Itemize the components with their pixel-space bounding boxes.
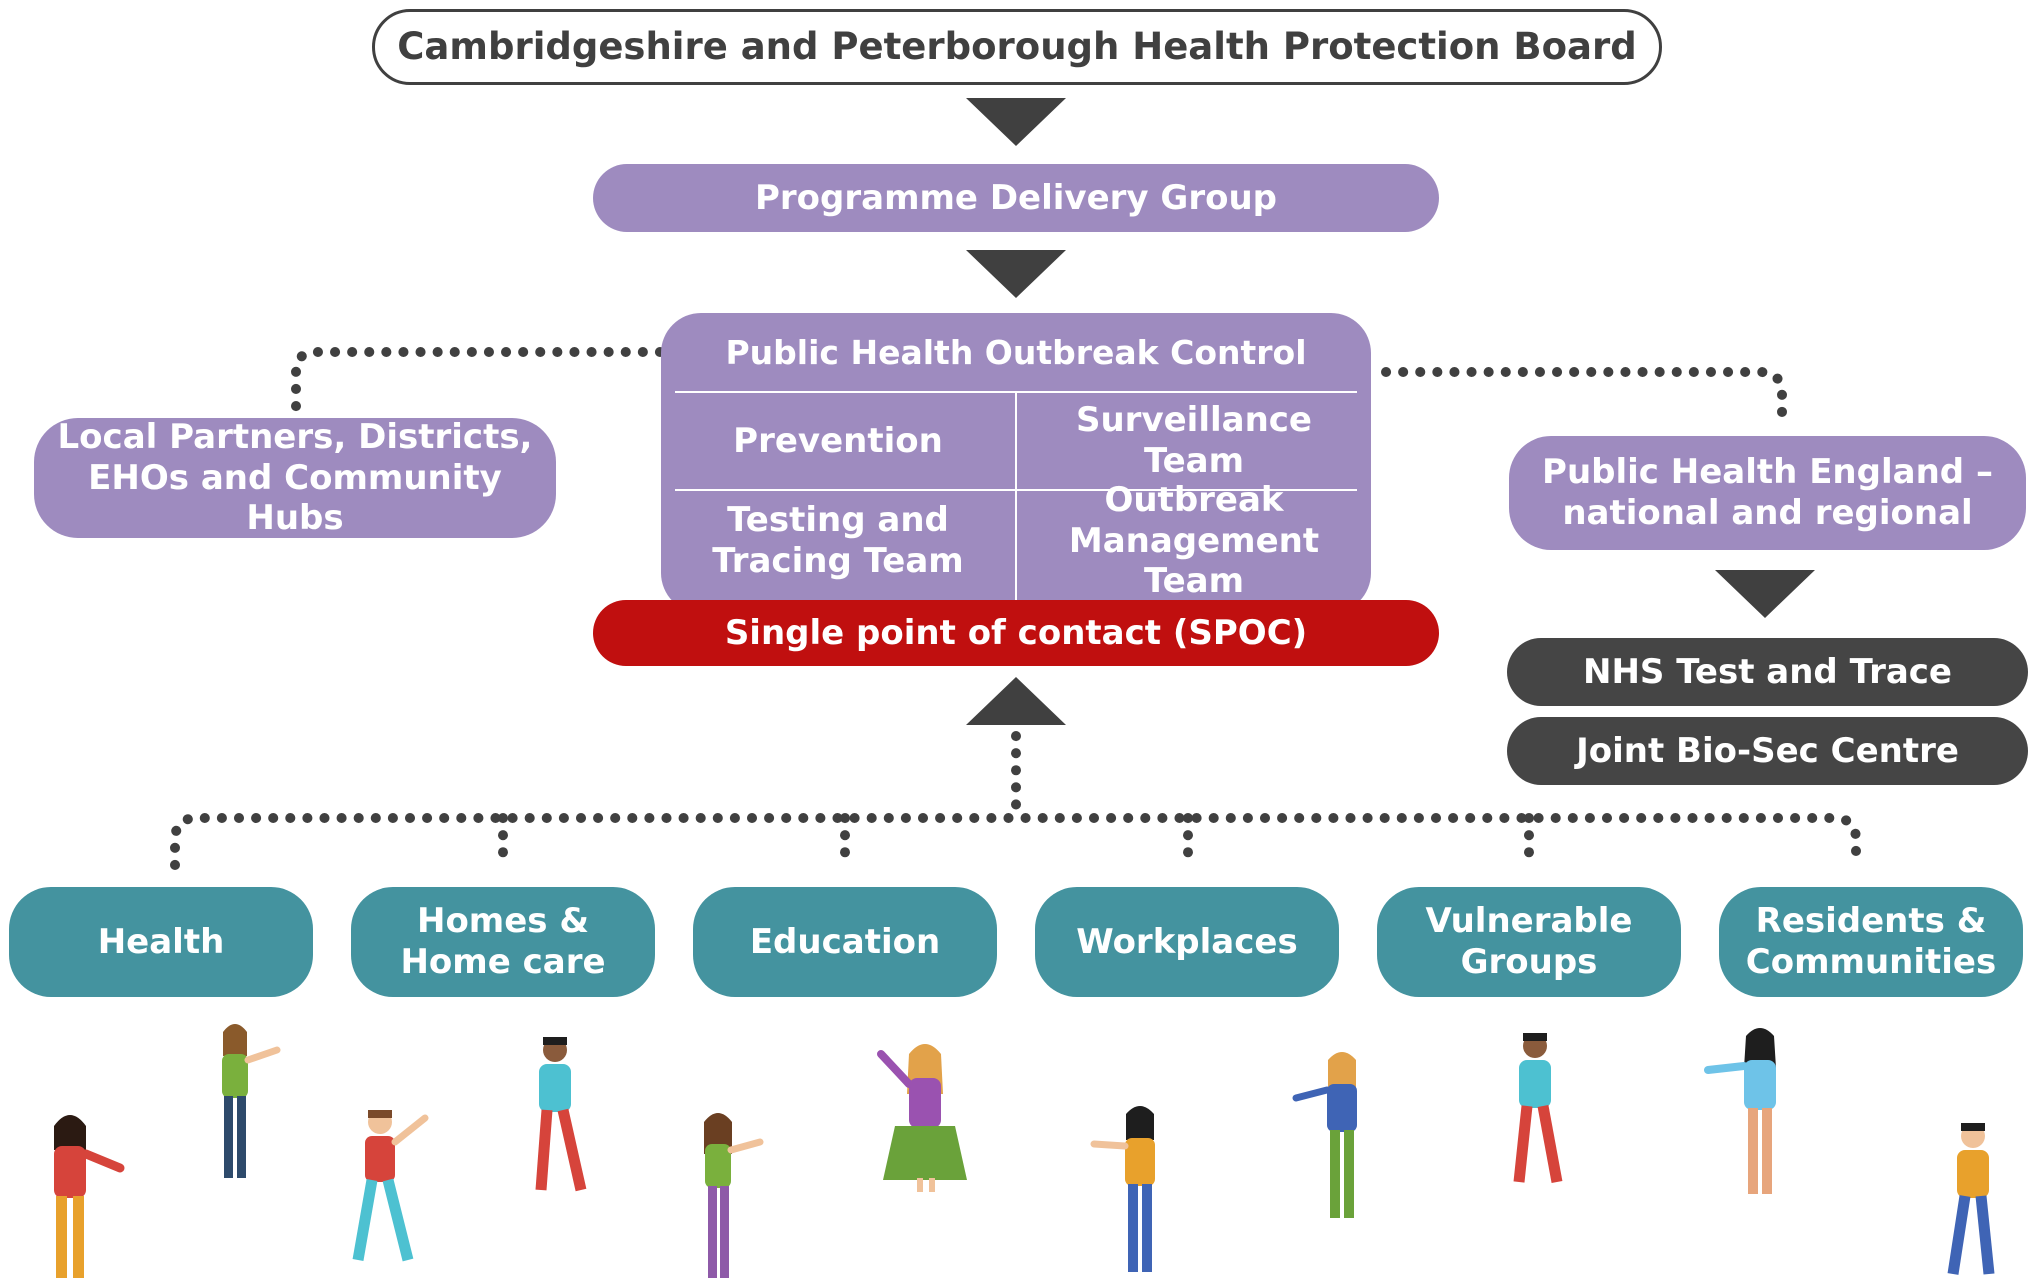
sector-education-line1: Education	[749, 921, 941, 962]
arrow-delivery-to-outbreak	[966, 250, 1066, 298]
health-protection-board: Cambridgeshire and Peterborough Health P…	[372, 9, 1662, 85]
phe-line1: Public Health England –	[1542, 452, 1993, 493]
outbreak-title: Public Health Outbreak Control	[661, 327, 1371, 379]
cell-surveillance-line1: Surveillance	[1075, 400, 1312, 441]
cell-surveillance-line2: Team	[1143, 441, 1245, 481]
person-1	[54, 1115, 125, 1278]
sector-vulnerable-line1: Vulnerable	[1425, 901, 1633, 942]
cell-prevention-text: Prevention	[733, 420, 943, 461]
cell-outbreak-line2: Management Team	[1068, 520, 1320, 602]
sector-vulnerable-line2: Groups	[1460, 942, 1598, 982]
local-partners-box: Local Partners, Districts, EHOs and Comm…	[34, 416, 556, 539]
sector-workplaces: Workplaces	[1035, 887, 1339, 997]
sector-homes: Homes & Home care	[351, 887, 655, 997]
person-4	[535, 1037, 587, 1192]
outbreak-divider-vertical	[1015, 391, 1017, 601]
sector-residents-line2: Communities	[1745, 942, 1997, 982]
jbc-label: Joint Bio-Sec Centre	[1576, 730, 1959, 771]
arrow-sectors-to-spoc	[966, 677, 1066, 725]
nhs-test-trace-box: NHS Test and Trace	[1507, 638, 2028, 706]
person-5	[704, 1113, 764, 1278]
local-partners-line1: Local Partners, Districts,	[57, 416, 533, 457]
cell-testing-line1: Testing and	[727, 500, 949, 541]
person-3	[352, 1110, 429, 1262]
dotted-right-connector	[1381, 367, 1787, 425]
person-9	[1513, 1033, 1563, 1183]
sector-residents-line1: Residents &	[1755, 901, 1987, 942]
programme-delivery-group: Programme Delivery Group	[593, 164, 1439, 232]
cell-outbreak-management: Outbreak Management Team	[1017, 480, 1371, 602]
sector-education: Education	[693, 887, 997, 997]
phe-box: Public Health England – national and reg…	[1509, 436, 2026, 550]
arrow-board-to-delivery	[966, 98, 1066, 146]
cell-testing-line2: Tracing Team	[712, 541, 964, 581]
cell-prevention: Prevention	[661, 393, 1015, 489]
cell-outbreak-line1: Outbreak	[1104, 479, 1284, 520]
sector-homes-line1: Homes &	[416, 901, 590, 942]
board-title: Cambridgeshire and Peterborough Health P…	[397, 24, 1637, 68]
person-2	[222, 1024, 281, 1178]
dotted-sector-bus	[170, 813, 1861, 870]
delivery-label: Programme Delivery Group	[754, 177, 1277, 218]
person-11	[1947, 1123, 1995, 1275]
sector-workplaces-line1: Workplaces	[1076, 921, 1298, 962]
outbreak-control-panel: Public Health Outbreak Control Preventio…	[661, 313, 1371, 613]
phe-line2: national and regional	[1562, 493, 1973, 533]
sector-health: Health	[9, 887, 313, 997]
joint-biosec-box: Joint Bio-Sec Centre	[1507, 717, 2028, 785]
spoc-bar: Single point of contact (SPOC)	[593, 600, 1439, 666]
person-10	[1704, 1028, 1776, 1194]
nhs-label: NHS Test and Trace	[1582, 651, 1952, 692]
local-partners-line2: EHOs and Community Hubs	[88, 457, 502, 539]
person-6	[877, 1044, 967, 1192]
person-8	[1292, 1052, 1357, 1218]
person-7	[1090, 1106, 1155, 1272]
arrow-phe-to-nhs	[1715, 570, 1815, 618]
dotted-left-connector	[291, 347, 665, 415]
sector-vulnerable: Vulnerable Groups	[1377, 887, 1681, 997]
outbreak-title-text: Public Health Outbreak Control	[725, 333, 1307, 373]
sector-residents: Residents & Communities	[1719, 887, 2023, 997]
sector-homes-line2: Home care	[400, 942, 606, 982]
cell-testing-tracing: Testing and Tracing Team	[661, 491, 1015, 591]
spoc-label: Single point of contact (SPOC)	[724, 612, 1308, 653]
cell-surveillance: Surveillance Team	[1017, 393, 1371, 489]
sector-health-line1: Health	[97, 921, 225, 962]
